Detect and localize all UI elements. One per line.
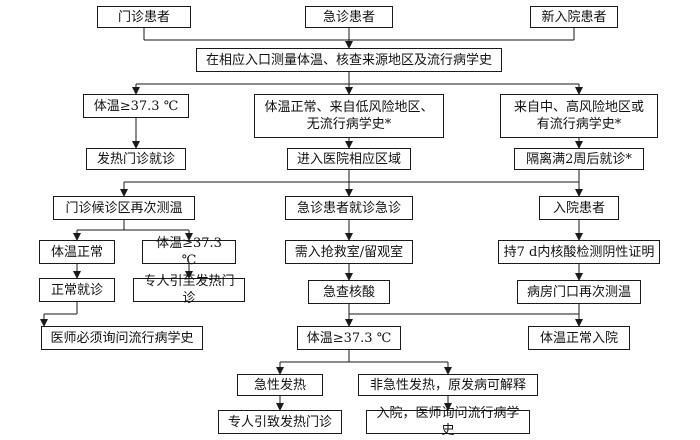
node-escort-fever-clinic-1: 专人引至发热门诊 (133, 274, 245, 306)
node-admitted-patient: 入院患者 (539, 196, 619, 220)
node-normal-visit: 正常就诊 (39, 278, 115, 302)
node-temp-normal-admit: 体温正常入院 (528, 326, 630, 350)
node-normal-low-risk: 体温正常、来自低风险地区、 无流行病学史* (254, 94, 444, 138)
node-temp-high-3: 体温≥37.3 ℃ (297, 326, 401, 350)
node-urgent-nucleic-acid: 急查核酸 (308, 280, 390, 304)
node-temp-normal-1: 体温正常 (39, 240, 115, 264)
node-escort-fever-clinic-2: 专人引致发热门诊 (218, 410, 342, 434)
node-enter-hospital-area: 进入医院相应区域 (287, 148, 411, 170)
node-emergency: 急诊患者 (305, 6, 393, 28)
node-non-acute-fever: 非急性发热，原发病可解释 (358, 374, 538, 396)
node-temp-high-1: 体温≥37.3 ℃ (83, 94, 189, 118)
node-entrance-screening: 在相应入口测量体温、核查来源地区及流行病学史 (196, 48, 502, 72)
node-fever-clinic-visit: 发热门诊就诊 (86, 148, 186, 170)
node-ward-recheck: 病房门口再次测温 (517, 280, 641, 304)
node-new-admission: 新入院患者 (530, 6, 618, 28)
node-emergency-visit: 急诊患者就诊急诊 (285, 196, 413, 220)
node-admit-doctor-inquiry: 入院，医师询问流行病学史 (366, 406, 530, 438)
node-rescue-observation: 需入抢救室/留观室 (285, 240, 413, 264)
node-recheck-waiting-area: 门诊候诊区再次测温 (53, 196, 195, 220)
node-outpatient: 门诊患者 (97, 6, 191, 28)
node-doctor-inquiry-1: 医师必须询问流行病学史 (41, 326, 203, 350)
node-temp-high-2: 体温≥37.3 ℃ (142, 236, 236, 268)
node-negative-test-7d: 持7 d内核酸检测阴性证明 (498, 240, 660, 264)
node-quarantine-14d: 隔离满2周后就诊* (514, 148, 644, 170)
node-mid-high-risk: 来自中、高风险地区或 有流行病学史* (500, 94, 658, 138)
node-acute-fever: 急性发热 (237, 374, 323, 396)
